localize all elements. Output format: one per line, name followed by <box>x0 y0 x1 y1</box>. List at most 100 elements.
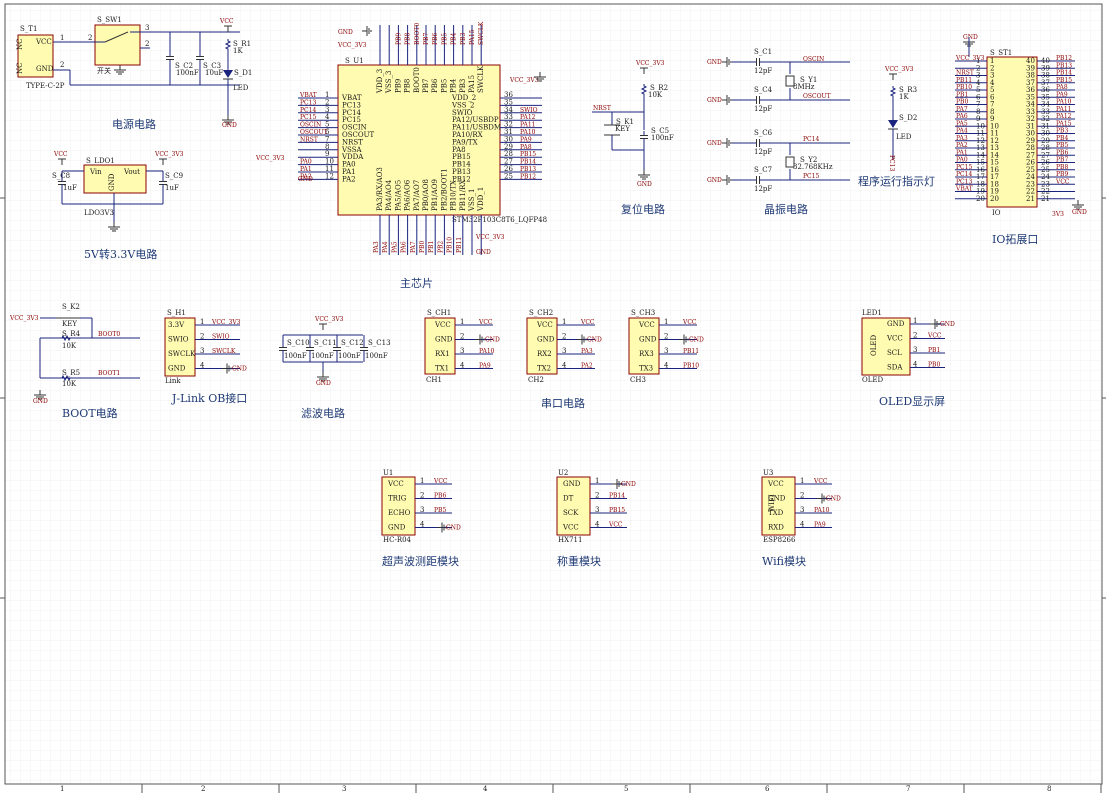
mcu-right-net: PB13 <box>520 166 536 173</box>
mcu-right-pin: PA11/USBDM <box>452 124 501 132</box>
uart-value: CH3 <box>630 376 646 384</box>
pin-num: 2 <box>60 61 64 69</box>
mcu-left-pinnum: 2 <box>325 98 329 106</box>
io-left-num: 20 <box>990 195 999 203</box>
mcu-top-net: PB7 <box>423 33 430 45</box>
filter-cap-value: 100nF <box>284 352 307 360</box>
r5-value: 10K <box>62 380 77 388</box>
crystal-y2 <box>785 156 795 168</box>
r1-value: 1K <box>233 47 243 55</box>
jlink-ref: S_H1 <box>167 309 186 317</box>
pin-num: 3 <box>145 24 149 32</box>
mcu-left-pinnum: 4 <box>325 113 330 121</box>
io-3v3-label: 3V3 <box>1052 211 1064 218</box>
oscout-net: OSCOUT <box>803 93 831 100</box>
d2-value: LED <box>896 133 912 141</box>
mcu-right-pin: PA8 <box>452 146 466 154</box>
switch-body <box>94 24 141 66</box>
mcu-left-pin: PC14 <box>342 109 362 117</box>
module-pinnum: 2 <box>595 492 599 500</box>
title-jlink: J-Link OB接口 <box>171 392 247 405</box>
uart-pin: VCC <box>434 321 451 329</box>
mcu-left-pinnum: 9 <box>325 150 329 158</box>
uart-pinnum: 2 <box>460 333 464 341</box>
uart-pin: TX2 <box>537 365 551 373</box>
io-right-pinnum: 36 <box>1041 86 1050 94</box>
io-left-num: 14 <box>990 151 999 159</box>
mcu-left-net: PC15 <box>300 114 316 121</box>
uart-body <box>526 317 558 375</box>
power-net-label: VCC_3V3 <box>314 316 344 323</box>
uart-value: CH2 <box>528 376 544 384</box>
io-right-pinnum: 31 <box>1041 122 1050 130</box>
mcu-right-net: PA12 <box>520 114 536 121</box>
mcu-top-pin: VDD_3 <box>376 69 384 94</box>
module-pin: DT <box>563 495 574 503</box>
module-body <box>761 476 796 536</box>
io-left-num: 5 <box>990 86 994 94</box>
filter-gnd: GND <box>316 380 331 387</box>
uart-net: GND <box>689 337 704 344</box>
module-value: HC-R04 <box>383 536 412 544</box>
uart-pinnum: 2 <box>562 333 566 341</box>
oscin-net: OSCIN <box>803 56 824 63</box>
filter-cap-ref: S_C12 <box>341 339 364 347</box>
border-column-label: 8 <box>1047 785 1051 793</box>
oled-body-label: OLED <box>870 335 878 356</box>
mcu-bottom-net: PA4 <box>382 241 389 253</box>
c9-ref: S_C9 <box>165 172 183 180</box>
boot-vcc33: VCC_3V3 <box>9 315 39 322</box>
io-right-net: PA9 <box>1056 91 1068 98</box>
module-body-label: WIFI <box>768 494 776 512</box>
mcu-left-net: OSCIN <box>300 122 321 129</box>
mcu-right-pinnum: 34 <box>504 106 513 114</box>
io-left-net: PA5 <box>956 120 968 127</box>
boot-gnd: GND <box>33 398 48 405</box>
io-right-num: 27 <box>1026 151 1035 159</box>
d1-ref: S_D1 <box>234 69 252 77</box>
y2-value: 32.768KHz <box>793 163 833 171</box>
io-right-pinnum: 37 <box>1041 79 1050 87</box>
y1-value: 8MHz <box>793 83 815 91</box>
mcu-top-net: PB6 <box>432 33 439 45</box>
io-left-num: 16 <box>990 166 999 174</box>
mcu-left-pin: VBAT <box>341 94 362 102</box>
mcu-top-net: SWCLK <box>478 21 485 45</box>
mcu-right-pin: PB13 <box>452 168 471 176</box>
io-right-num: 37 <box>1026 79 1035 87</box>
mcu-bottom-pin: PA4/AO4 <box>385 179 393 211</box>
uart-net: GND <box>485 337 500 344</box>
jlink-body <box>164 317 196 377</box>
mcu-top-pin: PB9 <box>394 79 402 93</box>
mcu-right-pin: VSS_2 <box>451 101 474 109</box>
io-header-body <box>986 56 1038 208</box>
jlink-pinnum: 4 <box>200 362 205 370</box>
title-io: IO拓展口 <box>992 232 1038 246</box>
io-right-pinnum: 32 <box>1041 115 1050 123</box>
io-left-num: 12 <box>990 137 999 145</box>
io-left-net: PB11 <box>956 77 972 84</box>
power-net-label: VCC_3V3 <box>884 66 914 73</box>
io-right-pinnum: 29 <box>1041 137 1050 145</box>
io-right-net: PB8 <box>1056 164 1068 171</box>
mcu-right-pinnum: 35 <box>504 98 513 106</box>
crystal-gnd: GND <box>707 59 722 66</box>
c8-ref: S_C8 <box>52 172 70 180</box>
reset-net: NRST <box>593 105 611 112</box>
mcu-left-pin: NRST <box>342 138 363 146</box>
power-net-label: VCC_3V3 <box>154 151 184 158</box>
module-net: VCC <box>608 522 623 529</box>
io-right-pinnum: 35 <box>1041 93 1050 101</box>
io-left-pinnum: 4 <box>976 79 981 87</box>
mcu-bottom-net: PB10 <box>447 237 454 253</box>
crystal-cap-value: 12pF <box>754 185 772 193</box>
typec-connector <box>17 34 54 78</box>
title-uart: 串口电路 <box>541 397 585 410</box>
mcu-top-pin: VSS_3 <box>385 71 393 94</box>
t1-pin-vcc: VCC <box>35 38 52 46</box>
uart-ref: S_CH1 <box>427 309 451 317</box>
sw-ref: S_SW1 <box>97 16 122 24</box>
io-gnd-bottom: GND <box>1072 209 1087 216</box>
module-net: PA10 <box>814 507 830 514</box>
title-led: 程序运行指示灯 <box>858 174 935 188</box>
